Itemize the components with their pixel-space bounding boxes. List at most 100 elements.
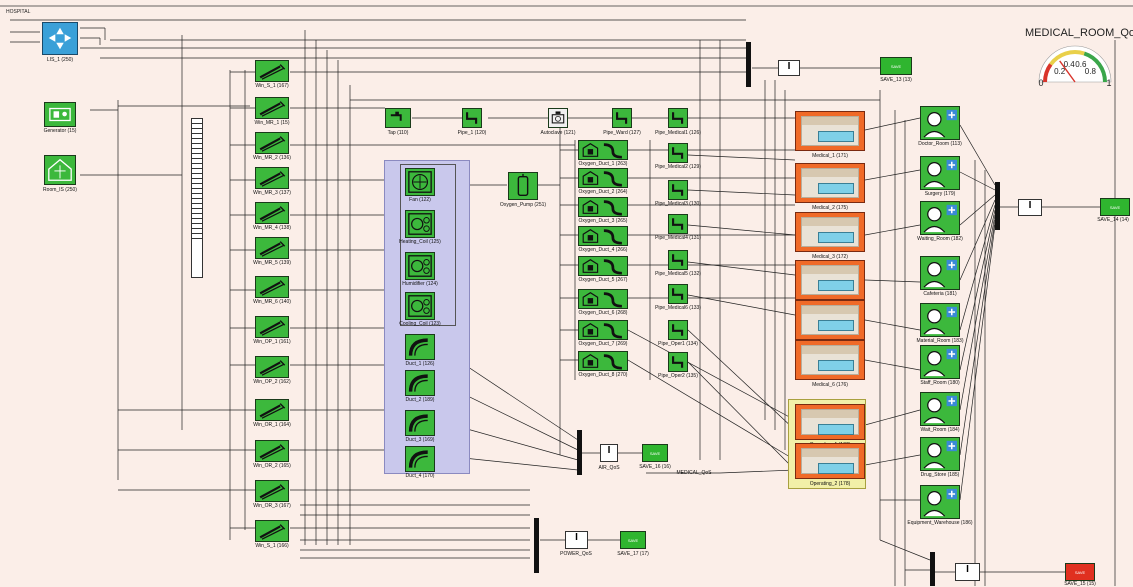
window-block[interactable] [255,356,289,378]
coil-block[interactable] [405,210,435,238]
oxygen-duct-block[interactable] [578,256,628,276]
save-15-block[interactable]: SAVE [1065,563,1095,581]
oxygen-duct-block[interactable] [578,197,628,217]
bus-slot [192,169,202,174]
staff-room-block[interactable] [920,303,960,337]
oxygen-duct-block[interactable] [578,168,628,188]
staff-room-block[interactable] [920,106,960,140]
coil-block[interactable] [405,252,435,280]
medical-pipe-block[interactable] [668,250,688,270]
medical-pipe-label: Pipe_Medical4 (131) [655,235,701,241]
duct-block[interactable] [405,334,435,360]
window-block[interactable] [255,316,289,338]
window-label: Win_MR_2 (136) [253,155,291,161]
medical-pipe-label: Pipe_Medical3 (130) [655,201,701,207]
gauge-tick-label: 0.2 [1054,67,1066,76]
gauge-tick-label: 0 [1038,78,1043,88]
mux-bottom [930,552,935,586]
save-17-label: SAVE_17 (17) [617,551,649,557]
staff-room-block[interactable] [920,156,960,190]
bus-slot [192,134,202,139]
generator-block[interactable] [44,102,76,127]
medical-pipe-block[interactable] [668,180,688,200]
medical-room[interactable] [795,212,865,252]
staff-room-block[interactable] [920,485,960,519]
tap-block[interactable] [385,108,411,128]
save-13-block[interactable]: SAVE [880,57,912,75]
gauge-tick-label: 0.4 [1064,60,1076,69]
oxygen-duct-block[interactable] [578,289,628,309]
staff-room-label: Wait_Room (184) [920,427,960,433]
window-block[interactable] [255,202,289,224]
save-17-block[interactable]: SAVE [620,531,646,549]
oxygen-duct-block[interactable] [578,351,628,371]
window-label: Win_S_1 (167) [255,83,289,89]
staff-room-block[interactable] [920,345,960,379]
pipe-label: Pipe_1 (120) [457,130,487,136]
medical-pipe-block[interactable] [668,320,688,340]
room-is-block[interactable] [44,155,76,185]
window-block[interactable] [255,520,289,542]
window-block[interactable] [255,276,289,298]
window-block[interactable] [255,237,289,259]
window-block[interactable] [255,132,289,154]
pipe-block[interactable] [462,108,482,128]
window-block[interactable] [255,97,289,119]
display-air[interactable]: I [600,444,618,462]
pipe-block[interactable] [668,108,688,128]
medical-room[interactable] [795,300,865,340]
window-label: Win_MR_4 (138) [253,225,291,231]
medical-pipe-block[interactable] [668,143,688,163]
duct-block[interactable] [405,446,435,472]
coil-block[interactable] [405,292,435,320]
oxygen-duct-block[interactable] [578,320,628,340]
window-block[interactable] [255,167,289,189]
display-staff[interactable]: I [1018,199,1042,216]
mux-power [534,518,539,573]
diagram-title: HOSPITAL [6,9,31,15]
fan-block[interactable] [405,168,435,196]
pipe-label: Pipe_Ward (127) [603,130,641,136]
medical-pipe-block[interactable] [668,284,688,304]
operating-room[interactable] [795,404,865,440]
oxygen-duct-label: Oxygen_Duct_8 (270) [578,372,628,378]
save-14-block[interactable]: SAVE [1100,198,1130,216]
medical-pipe-block[interactable] [668,214,688,234]
medical-room[interactable] [795,340,865,380]
window-block[interactable] [255,440,289,462]
medical-room[interactable] [795,260,865,300]
pipe-block[interactable] [612,108,632,128]
display-power[interactable]: I [565,531,588,549]
pipe-label: Pipe_Medical1 (126) [655,130,701,136]
window-block[interactable] [255,399,289,421]
medical-room[interactable] [795,163,865,203]
lis-block[interactable] [42,22,78,55]
oxygen-pump-label: Oxygen_Pump (251) [499,202,547,208]
medical-room[interactable] [795,111,865,151]
duct-block[interactable] [405,410,435,436]
bus-selector[interactable] [191,118,203,278]
duct-label: Duct_2 (189) [405,397,435,403]
staff-room-label: Doctor_Room (113) [918,141,962,147]
staff-room-label: Staff_Room (180) [920,380,960,386]
window-block[interactable] [255,480,289,502]
staff-room-block[interactable] [920,437,960,471]
bus-slot [192,229,202,234]
save-16-block[interactable]: SAVE [642,444,668,462]
oxygen-duct-block[interactable] [578,140,628,160]
medical-pipe-block[interactable] [668,352,688,372]
medical-room-label: Medical_3 (172) [812,254,848,260]
staff-room-block[interactable] [920,201,960,235]
staff-room-block[interactable] [920,392,960,426]
operating-room[interactable] [795,443,865,479]
staff-room-block[interactable] [920,256,960,290]
gauge-tick-label: 0.8 [1085,67,1097,76]
display-top[interactable]: I [778,60,800,76]
window-block[interactable] [255,60,289,82]
display-bottom[interactable]: I [955,563,980,581]
oxygen-duct-block[interactable] [578,226,628,246]
duct-block[interactable] [405,370,435,396]
oxygen-pump-block[interactable] [508,172,538,200]
autoclave-block[interactable] [548,108,568,128]
oxygen-duct-label: Oxygen_Duct_2 (264) [578,189,628,195]
